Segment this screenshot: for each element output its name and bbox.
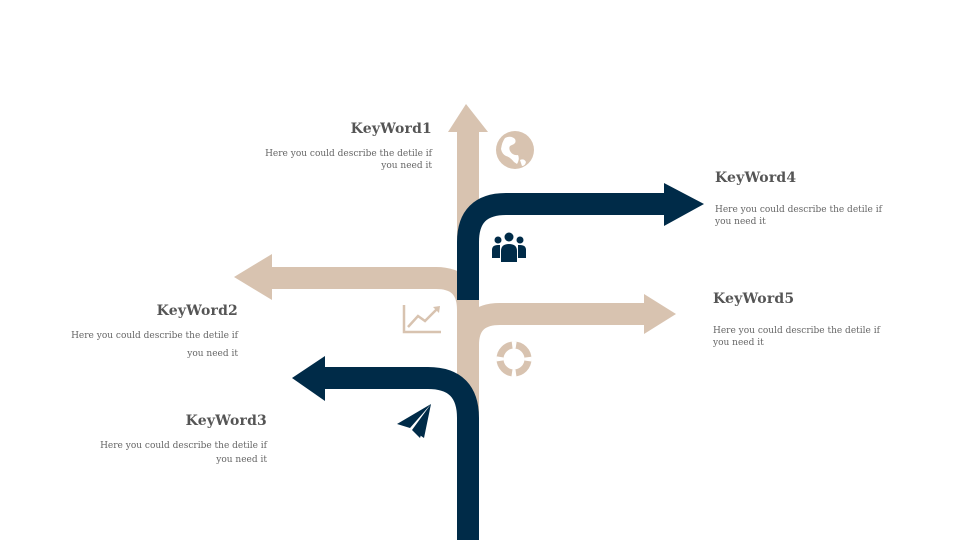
arrow-keyword2 bbox=[234, 254, 479, 330]
chart-icon bbox=[402, 305, 441, 334]
keyword3-title: KeyWord3 bbox=[185, 413, 267, 429]
arrow-keyword3 bbox=[292, 356, 479, 540]
arrow-keyword4 bbox=[457, 183, 704, 300]
arrow-keyword5 bbox=[457, 294, 676, 360]
keyword1-description: Here you could describe the detile if yo… bbox=[265, 149, 432, 171]
keyword5-title: KeyWord5 bbox=[713, 291, 795, 307]
paper-plane-icon bbox=[397, 404, 431, 438]
keyword2-title: KeyWord2 bbox=[156, 303, 238, 319]
globe-icon bbox=[496, 131, 534, 169]
keyword2-description: Here you could describe the detile if yo… bbox=[71, 331, 238, 359]
keyword4-description: Here you could describe the detile if yo… bbox=[715, 205, 882, 227]
keyword3-description: Here you could describe the detile if yo… bbox=[100, 441, 267, 465]
team-icon bbox=[492, 232, 526, 262]
keyword5-description: Here you could describe the detile if yo… bbox=[713, 326, 880, 348]
lifebuoy-icon bbox=[496, 341, 532, 377]
keyword1-title: KeyWord1 bbox=[350, 121, 432, 137]
keyword4-title: KeyWord4 bbox=[715, 170, 797, 186]
